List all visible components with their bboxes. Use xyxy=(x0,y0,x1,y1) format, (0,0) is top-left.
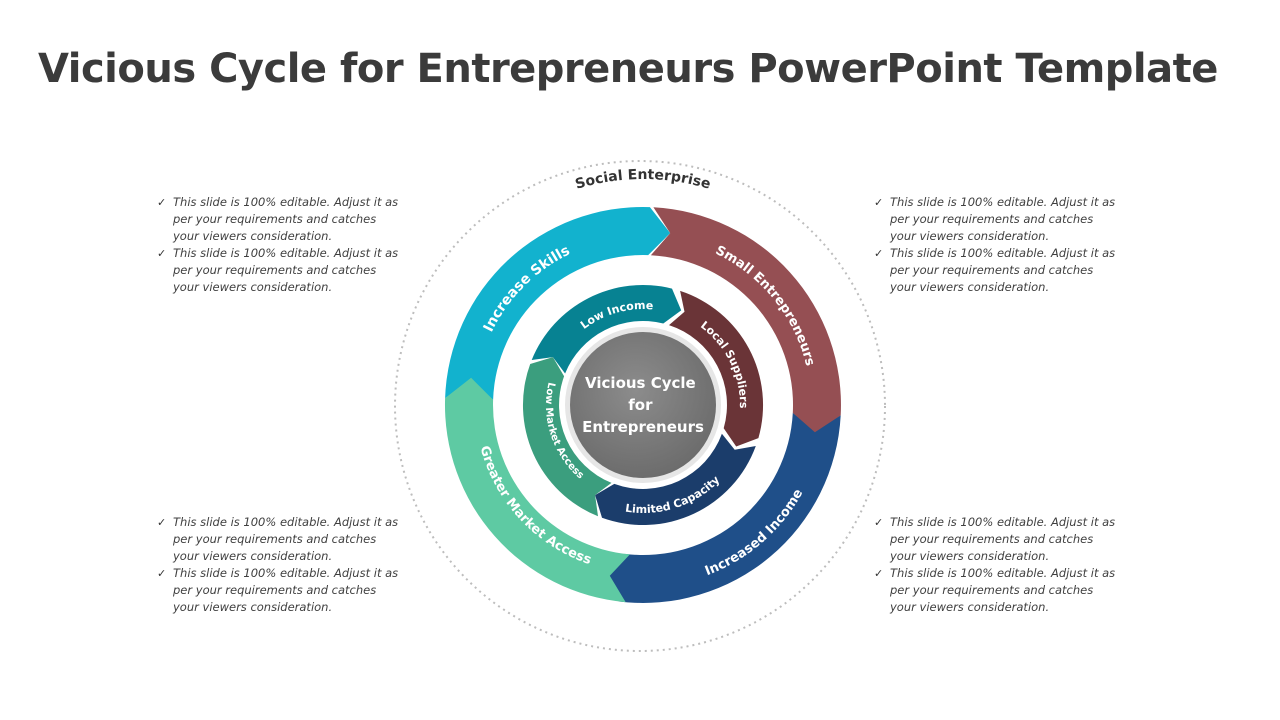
note-text: This slide is 100% editable. Adjust it a… xyxy=(173,515,399,563)
note-text: This slide is 100% editable. Adjust it a… xyxy=(890,195,1116,243)
note-item: ✓ This slide is 100% editable. Adjust it … xyxy=(155,194,405,245)
note-text: This slide is 100% editable. Adjust it a… xyxy=(173,566,399,614)
inner-arrow-limited-capacity xyxy=(595,433,756,526)
note-text: This slide is 100% editable. Adjust it a… xyxy=(890,515,1116,563)
notes-top-right: ✓ This slide is 100% editable. Adjust it … xyxy=(872,194,1122,296)
outer-ring-label: Social Enterprise xyxy=(574,167,713,193)
center-label-line: Vicious Cycle xyxy=(585,374,696,392)
note-text: This slide is 100% editable. Adjust it a… xyxy=(890,246,1116,294)
center-label-line: for xyxy=(628,396,653,414)
center-label: Vicious Cycle for Entrepreneurs xyxy=(582,374,704,436)
center-circle xyxy=(570,332,716,478)
note-item: ✓ This slide is 100% editable. Adjust it … xyxy=(155,245,405,296)
outer-dotted-ring xyxy=(394,160,886,652)
note-text: This slide is 100% editable. Adjust it a… xyxy=(890,566,1116,614)
check-icon: ✓ xyxy=(157,516,167,529)
note-item: ✓ This slide is 100% editable. Adjust it … xyxy=(872,565,1122,616)
check-icon: ✓ xyxy=(874,567,884,580)
outer-arrow-small-entrepreneurs xyxy=(650,207,841,436)
note-text: This slide is 100% editable. Adjust it a… xyxy=(173,195,399,243)
check-icon: ✓ xyxy=(157,567,167,580)
note-item: ✓ This slide is 100% editable. Adjust it … xyxy=(872,514,1122,565)
inner-arrow-low-income xyxy=(531,285,682,374)
outer-arrow-increase-skills xyxy=(445,206,671,400)
note-item: ✓ This slide is 100% editable. Adjust it … xyxy=(155,514,405,565)
outer-arrow-increased-income xyxy=(600,412,841,603)
check-icon: ✓ xyxy=(157,247,167,260)
check-icon: ✓ xyxy=(157,196,167,209)
notes-bottom-left: ✓ This slide is 100% editable. Adjust it … xyxy=(155,514,405,616)
inner-arrow-local-suppliers xyxy=(669,290,764,447)
inner-arrow-low-market-access xyxy=(522,357,612,517)
note-item: ✓ This slide is 100% editable. Adjust it … xyxy=(872,194,1122,245)
outer-arrow-greater-market-access xyxy=(444,377,630,603)
center-label-line: Entrepreneurs xyxy=(582,418,704,436)
check-icon: ✓ xyxy=(874,516,884,529)
check-icon: ✓ xyxy=(874,196,884,209)
note-item: ✓ This slide is 100% editable. Adjust it … xyxy=(155,565,405,616)
notes-top-left: ✓ This slide is 100% editable. Adjust it … xyxy=(155,194,405,296)
note-item: ✓ This slide is 100% editable. Adjust it … xyxy=(872,245,1122,296)
notes-bottom-right: ✓ This slide is 100% editable. Adjust it … xyxy=(872,514,1122,616)
note-text: This slide is 100% editable. Adjust it a… xyxy=(173,246,399,294)
page-title: Vicious Cycle for Entrepreneurs PowerPoi… xyxy=(38,46,1218,92)
check-icon: ✓ xyxy=(874,247,884,260)
